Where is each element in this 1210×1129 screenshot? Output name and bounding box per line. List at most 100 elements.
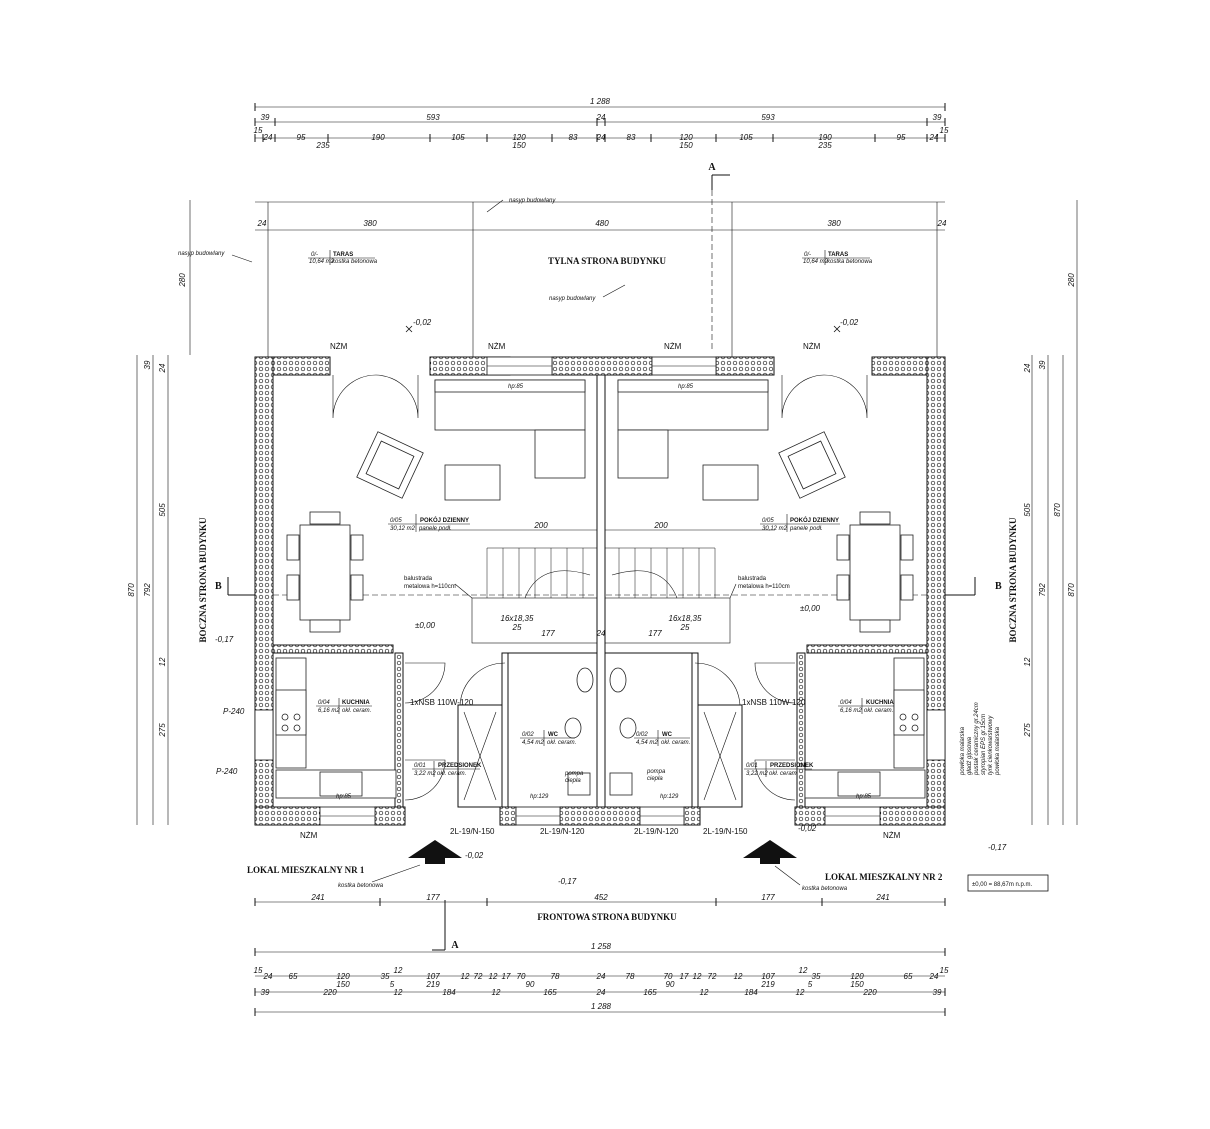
level-m002-f1: -0,02 [465,851,484,860]
svg-text:0/01: 0/01 [746,763,758,769]
balustrada-l-2: metalowa h=110cm [404,584,456,590]
dim-b3-18: 72 [708,972,717,981]
room-living-2: 0/05 POKÓJ DZIENNY 30,12 m2 panele podł. [760,514,840,532]
room-vestibule-2: 0/01 PRZEDSIONEK 3,22 m2 okł. ceram. [744,761,814,777]
dim-left-12: 12 [158,657,167,666]
svg-text:0/-: 0/- [311,252,318,258]
dim-b3b-2: 219 [425,980,440,989]
room-wc-2: 0/02 WC 4,54 m2 okł. ceram. [634,730,690,746]
svg-text:POKÓJ DZIENNY: POKÓJ DZIENNY [790,516,839,524]
dim-top-r3-13: 24 [929,133,939,142]
room-kitchen-1: 0/04 KUCHNIA 6,16 m2 okł. ceram. [316,698,372,714]
dim-top-r3-14: 15 [940,126,949,135]
kostka-1: kostka betonowa [338,883,384,889]
dim-b3-10: 17 [502,972,511,981]
level-0-r: ±0,00 [800,604,821,613]
svg-text:TARAS: TARAS [828,252,848,258]
dim-b4-7: 165 [643,988,657,997]
dim-top-r3-8: 83 [627,133,636,142]
svg-text:panele podł.: panele podł. [418,526,452,532]
dim-b3-22: 35 [812,972,821,981]
dim-b1-3: 177 [761,893,775,902]
furniture [275,379,926,799]
dim-b3-6: 107 [426,972,440,981]
dim-left-275: 275 [158,723,167,738]
dim-b4-12: 39 [933,988,942,997]
kostka-2: kostka betonowa [802,886,848,892]
stair-count-l: 16x18,35 [501,614,534,623]
dim-terrace-wall-r: 24 [937,219,947,228]
pompa-1a: pompa [564,771,584,777]
doors [332,374,868,801]
dim-b1-4: 241 [875,893,889,902]
window-2l150-1: 2L-19/N-150 [450,827,495,836]
svg-text:TARAS: TARAS [333,252,353,258]
svg-text:6,16 m2: 6,16 m2 [840,708,862,714]
label-rear-side: TYLNA STRONA BUDYNKU [548,256,667,266]
dim-b3b-1: 5 [390,980,395,989]
nzm-1: NŻM [330,342,348,351]
dim-b3-11: 70 [517,972,526,981]
stair-24: 24 [596,629,606,638]
dim-top-r3b-2: 150 [679,141,693,150]
section-b-left: B [215,581,222,592]
dim-terrace-mid: 480 [595,219,609,228]
svg-text:WC: WC [662,732,673,738]
dim-b4-6: 24 [596,988,606,997]
dim-top-r3-1: 24 [263,133,273,142]
svg-text:0/-: 0/- [804,252,811,258]
hp129-2: hp:129 [660,794,679,800]
unit-label-1: LOKAL MIESZKALNY NR 1 [247,865,365,875]
dim-left-24: 24 [158,363,167,373]
dim-right-870b: 870 [1067,583,1076,597]
wall-layers-note: powłoka malarska gładź gipsowa pustak ce… [960,702,1001,776]
dim-left-505: 505 [158,503,167,517]
svg-text:KUCHNIA: KUCHNIA [866,700,894,706]
svg-text:6,16 m2: 6,16 m2 [318,708,340,714]
dim-b3-13: 24 [596,972,606,981]
dim-b1-1: 177 [426,893,440,902]
dim-b3-8: 72 [474,972,483,981]
dim-b3b-0: 150 [336,980,350,989]
room-kitchen-2: 0/04 KUCHNIA 6,16 m2 okł. ceram. [838,698,894,714]
label-side-right: BOCZNA STRONA BUDYNKU [1008,517,1018,643]
room-living-1: 0/05 POKÓJ DZIENNY 30,12 m2 panele podł. [388,514,470,532]
balustrada-l-1: balustrada [404,576,433,582]
dim-top-r2-3: 593 [761,113,775,122]
nzm-2: NŻM [488,342,506,351]
dim-b3-0: 15 [254,966,263,975]
dim-b4-0: 39 [261,988,270,997]
dim-b3-5: 12 [394,966,403,975]
hp85-3: hp:85 [336,794,352,800]
dim-b4-4: 12 [492,988,501,997]
dim-b4-9: 184 [744,988,758,997]
label-nasyp-top: nasyp budowlany [509,198,556,204]
dim-b4-11: 220 [862,988,877,997]
hp129-1: hp:129 [530,794,549,800]
dim-bottom-grand: 1 288 [591,1002,612,1011]
dim-right-870: 870 [1053,503,1062,517]
dim-left-280: 280 [178,273,187,288]
bottom-dimensions: 241 177 452 177 241 1 258 15 24 65 120 3… [254,893,949,1016]
unit-label-2: LOKAL MIESZKALNY NR 2 [825,872,943,882]
svg-text:PRZEDSIONEK: PRZEDSIONEK [438,763,482,769]
dim-top-r3-3: 190 [371,133,385,142]
level-m017-2: -0,17 [558,877,577,886]
svg-text:powłoka malarska: powłoka malarska [995,726,1001,776]
p240-2: P-240 [216,767,238,776]
elevation-note: ±0,00 = 88,67m n.p.m. [972,882,1032,888]
dim-top-r2-1: 593 [426,113,440,122]
dim-b3b-6: 5 [808,980,813,989]
svg-text:styropian EPS gr.15cm: styropian EPS gr.15cm [981,714,987,775]
dim-left-39: 39 [143,360,152,369]
svg-text:KUCHNIA: KUCHNIA [342,700,370,706]
side-dimensions: 870 792 505 275 12 39 24 870 792 505 275… [127,200,1078,825]
dim-b3b-4: 90 [666,980,675,989]
dim-b3-23: 120 [850,972,864,981]
room-vestibule-1: 0/01 PRZEDSIONEK 3,22 m2 okł. ceram. [412,761,482,777]
level-0-l: ±0,00 [415,621,436,630]
svg-text:panele podł.: panele podł. [789,526,823,532]
p240-1: P-240 [223,707,245,716]
svg-text:0/01: 0/01 [414,763,426,769]
